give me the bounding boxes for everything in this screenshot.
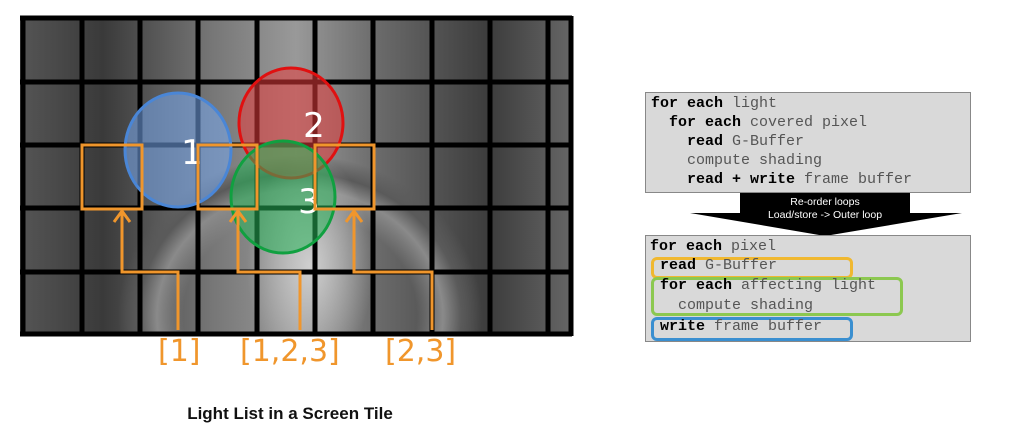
arrow-text-line-2: Load/store -> Outer loop	[767, 209, 883, 221]
light-3-label: 3	[298, 182, 320, 222]
code-line: read + write frame buffer	[687, 171, 913, 188]
code-line: compute shading	[687, 152, 823, 169]
arrow-2	[228, 208, 302, 330]
code-line: compute shading	[678, 297, 814, 314]
figure-caption: Light List in a Screen Tile	[187, 404, 393, 423]
code-line: for each affecting light	[660, 277, 877, 294]
reorder-arrow-text: Re-order loops Load/store -> Outer loop	[690, 196, 960, 222]
tile-list-1: [1]	[158, 334, 201, 369]
reorder-arrow	[690, 193, 962, 236]
code-line: write frame buffer	[660, 318, 823, 335]
light-2-label: 2	[303, 106, 325, 146]
write-framebuffer-highlight	[651, 317, 853, 341]
code-line: read G-Buffer	[660, 257, 778, 274]
tile-list-2: [1,2,3]	[240, 334, 340, 369]
tile-highlight-3	[313, 143, 376, 211]
tile-highlight-2	[196, 143, 259, 211]
code-after: for each pixel read G-Buffer for each af…	[645, 235, 971, 342]
code-line: read G-Buffer	[687, 133, 805, 150]
code-before: for each light for each covered pixel re…	[645, 92, 971, 193]
tile-list-3: [2,3]	[385, 334, 457, 369]
code-line: for each pixel	[650, 238, 777, 255]
arrow-text-line-1: Re-order loops	[790, 196, 860, 208]
code-line: for each covered pixel	[669, 114, 868, 131]
shading-loop-highlight	[651, 277, 903, 316]
light-1-label: 1	[181, 133, 203, 173]
arrow-3	[344, 208, 434, 330]
code-line: for each light	[651, 95, 778, 112]
arrow-1	[112, 208, 180, 330]
tile-highlight-1	[80, 143, 144, 211]
light-1-circle	[123, 91, 233, 209]
